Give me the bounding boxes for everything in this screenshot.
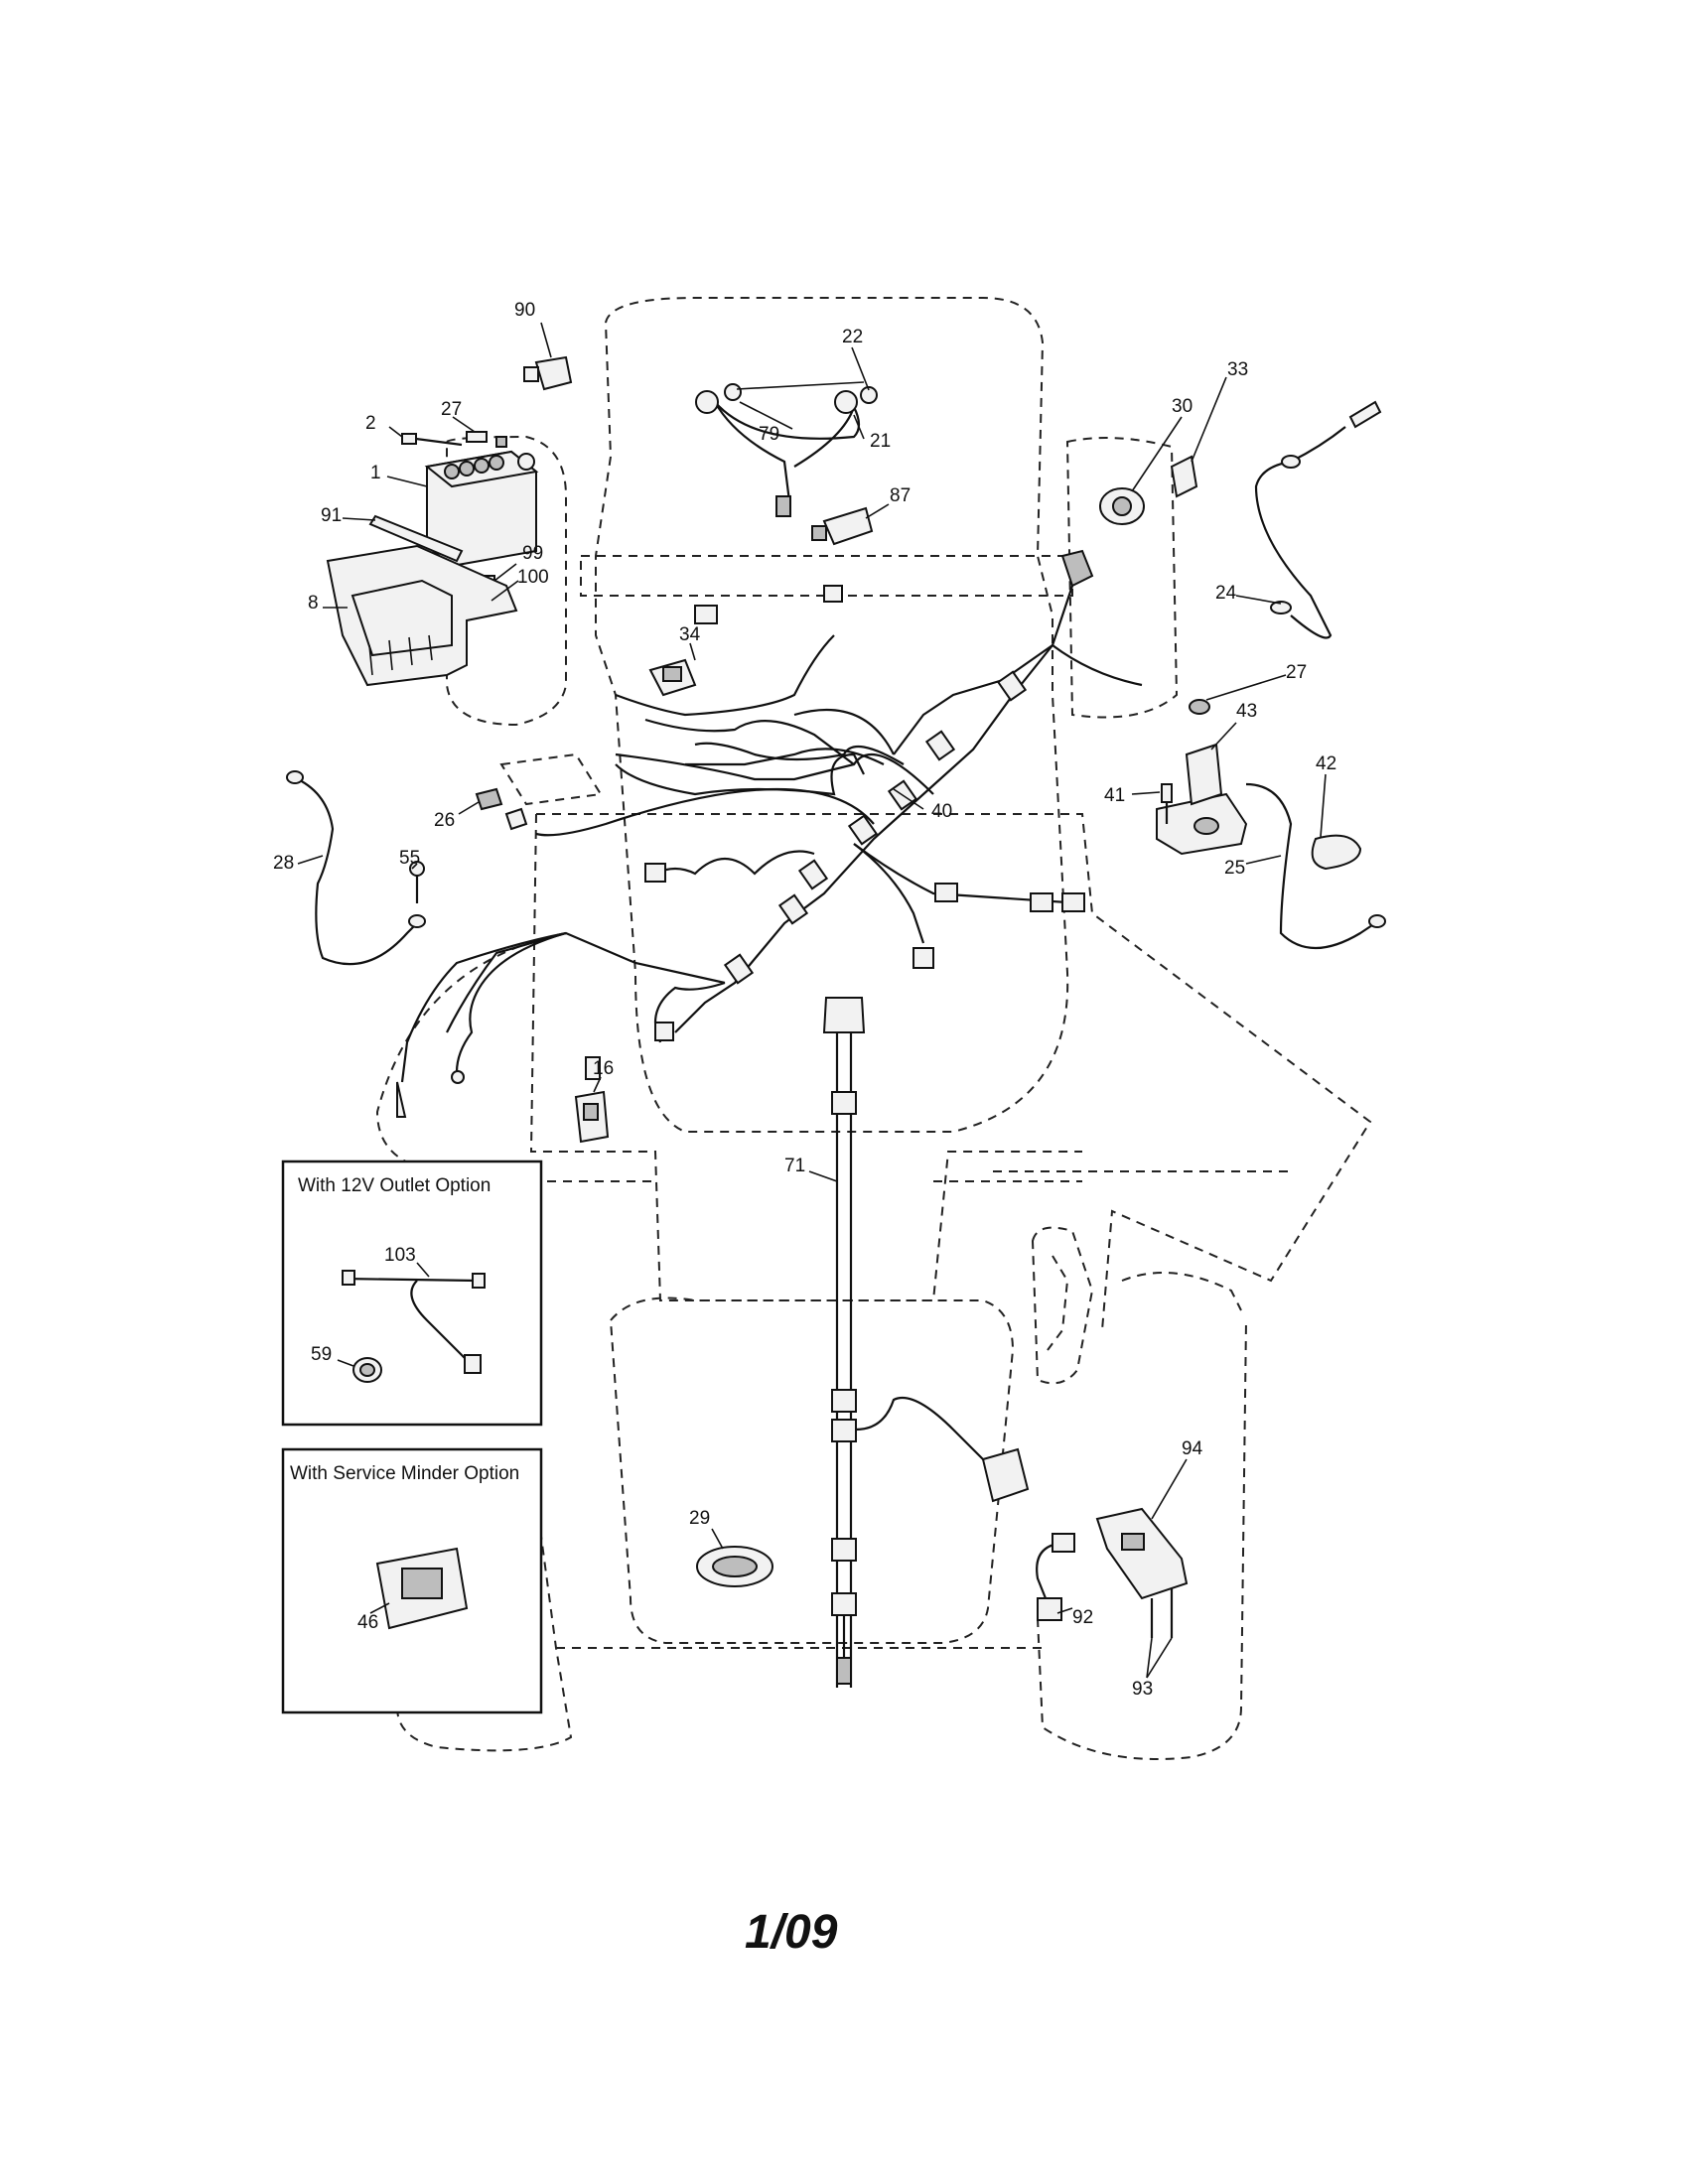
part-1-battery: [424, 450, 539, 568]
callout-leaders: [297, 322, 1327, 1679]
callout-46: 46: [357, 1612, 378, 1633]
part-90-plug: [523, 355, 573, 391]
callout-22: 22: [842, 327, 863, 347]
callout-1: 1: [370, 463, 381, 483]
callout-87: 87: [890, 485, 911, 506]
part-43-solenoid: [1156, 699, 1248, 856]
callout-91: 91: [321, 505, 342, 526]
callout-43: 43: [1236, 701, 1257, 722]
service-minder-option-title: With Service Minder Option: [290, 1463, 519, 1484]
callout-79: 79: [759, 424, 779, 445]
callout-40: 40: [931, 801, 952, 822]
callout-94: 94: [1182, 1438, 1203, 1459]
callout-30: 30: [1172, 396, 1193, 417]
revision-code: 1/09: [745, 1906, 838, 1959]
callout-8: 8: [308, 593, 319, 614]
part-92-connector: [1036, 1533, 1075, 1621]
callout-21: 21: [870, 431, 891, 452]
callout-24: 24: [1215, 583, 1237, 604]
callout-26: 26: [434, 810, 455, 831]
part-8-battery-tray: [326, 544, 518, 687]
part-33-bracket: [1170, 455, 1198, 498]
part-25-cable: [1245, 782, 1386, 950]
harness-connectors: [396, 585, 934, 1118]
part-24-cable: [1254, 400, 1382, 639]
callout-2: 2: [365, 413, 376, 434]
part-16-switch: [574, 1090, 610, 1144]
callout-27-right: 27: [1286, 662, 1307, 683]
part-71-harness: [822, 997, 1030, 1688]
part-26-fuse-holder: [475, 787, 528, 831]
harness-clips: [723, 549, 1094, 985]
part-55-bolt: [409, 861, 425, 903]
callout-16: 16: [593, 1058, 614, 1079]
callout-71: 71: [784, 1156, 805, 1176]
outlet-option-title: With 12V Outlet Option: [298, 1175, 491, 1196]
part-41-bolt: [1161, 783, 1173, 824]
outlet-option-box: [281, 1160, 543, 1427]
part-29-horn: [696, 1546, 773, 1587]
part-87-relay: [811, 506, 874, 546]
service-minder-option-box: [281, 1447, 543, 1714]
callout-103: 103: [384, 1245, 416, 1266]
callout-100: 100: [517, 567, 549, 588]
callout-92: 92: [1072, 1607, 1093, 1628]
callout-28: 28: [273, 853, 294, 874]
part-22-79-21-light-harness: [695, 381, 878, 517]
tractor-outline: [375, 297, 1372, 1760]
part-34-switch: [648, 658, 697, 697]
callout-59: 59: [311, 1344, 332, 1365]
callout-99: 99: [522, 543, 543, 564]
callout-42: 42: [1316, 753, 1336, 774]
callout-55: 55: [399, 848, 420, 869]
callout-33: 33: [1227, 359, 1248, 380]
callout-25: 25: [1224, 858, 1245, 879]
part-30-ignition-switch: [1099, 487, 1145, 525]
main-wire-harness: [400, 585, 1143, 1083]
callout-90: 90: [514, 300, 535, 321]
callout-27-top: 27: [441, 399, 462, 420]
part-42-boot: [1311, 834, 1362, 871]
callout-41: 41: [1104, 785, 1125, 806]
callout-29: 29: [689, 1508, 710, 1529]
part-93-screws: [1150, 1588, 1174, 1638]
part-94-module: [1095, 1507, 1189, 1600]
part-91-strap: [368, 514, 464, 563]
callout-numbers: 90 22 33 30 27 2 79 21 1 87 91 99 100 24…: [273, 300, 1336, 1700]
part-28-cable: [286, 770, 426, 966]
callout-93: 93: [1132, 1679, 1153, 1700]
callout-34: 34: [679, 624, 701, 645]
